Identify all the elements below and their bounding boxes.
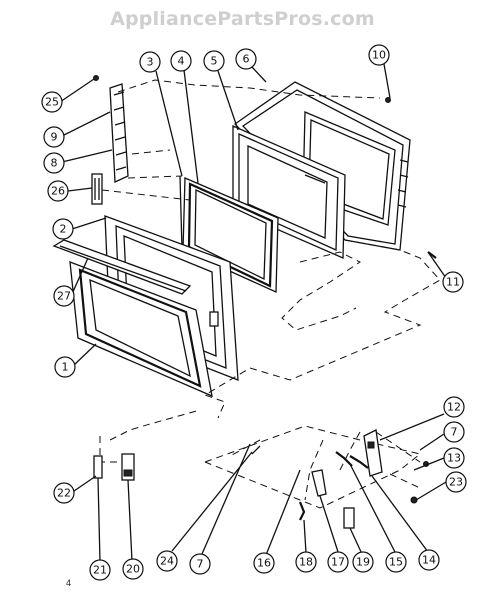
svg-text:27: 27 <box>57 290 71 303</box>
callout-17: 17 <box>327 551 349 573</box>
svg-text:25: 25 <box>45 96 59 109</box>
svg-text:23: 23 <box>449 476 463 489</box>
callout-8: 8 <box>43 152 65 174</box>
hinge-strips <box>109 83 129 183</box>
callout-1: 1 <box>54 356 76 378</box>
svg-text:15: 15 <box>389 556 403 569</box>
svg-text:7: 7 <box>197 558 204 571</box>
window-frame <box>232 125 346 259</box>
svg-text:19: 19 <box>356 556 370 569</box>
callout-15: 15 <box>385 551 407 573</box>
callout-7-right: 7 <box>443 421 465 443</box>
callout-21: 21 <box>89 559 111 581</box>
callout-20: 20 <box>122 558 144 580</box>
callout-18: 18 <box>295 551 317 573</box>
callout-24: 24 <box>156 550 178 572</box>
svg-text:17: 17 <box>331 556 345 569</box>
svg-text:10: 10 <box>372 49 386 62</box>
svg-text:7: 7 <box>451 426 458 439</box>
gasket <box>179 175 183 251</box>
svg-text:9: 9 <box>51 131 58 144</box>
svg-text:6: 6 <box>243 53 250 66</box>
callout-26: 26 <box>47 180 69 202</box>
leader-lines <box>59 63 447 563</box>
outer-door <box>69 261 213 398</box>
svg-text:24: 24 <box>160 555 174 568</box>
svg-text:13: 13 <box>447 452 461 465</box>
callout-7-bottom: 7 <box>189 553 211 575</box>
callout-3: 3 <box>139 51 161 73</box>
callout-4: 4 <box>170 50 192 72</box>
callout-12: 12 <box>443 396 465 418</box>
callout-5: 5 <box>203 50 225 72</box>
svg-text:8: 8 <box>51 157 58 170</box>
callout-19: 19 <box>352 551 374 573</box>
callout-2: 2 <box>52 218 74 240</box>
assembly-guide-lines <box>99 79 441 509</box>
svg-text:26: 26 <box>51 185 65 198</box>
callout-14: 14 <box>418 549 440 571</box>
svg-text:16: 16 <box>257 557 271 570</box>
callout-13: 13 <box>443 447 465 469</box>
svg-text:3: 3 <box>147 56 154 69</box>
svg-text:11: 11 <box>446 276 460 289</box>
svg-text:4: 4 <box>178 55 185 68</box>
svg-text:22: 22 <box>57 487 71 500</box>
small-bracket <box>91 173 103 205</box>
callout-22: 22 <box>53 482 75 504</box>
svg-text:21: 21 <box>93 564 107 577</box>
door-handle <box>52 239 192 295</box>
callout-23: 23 <box>445 471 467 493</box>
hardware-parts <box>93 75 437 529</box>
callout-10: 10 <box>368 44 390 66</box>
callout-6: 6 <box>235 48 257 70</box>
svg-text:12: 12 <box>447 401 461 414</box>
page-mark: 4 <box>66 578 72 588</box>
callout-25: 25 <box>41 91 63 113</box>
callout-27: 27 <box>53 285 75 307</box>
svg-text:1: 1 <box>62 361 69 374</box>
svg-text:2: 2 <box>60 223 67 236</box>
callout-16: 16 <box>253 552 275 574</box>
svg-text:5: 5 <box>211 55 218 68</box>
watermark: AppliancePartsPros.com <box>110 8 375 30</box>
window-glass <box>182 177 279 293</box>
svg-text:18: 18 <box>299 556 313 569</box>
callout-9: 9 <box>43 126 65 148</box>
svg-text:20: 20 <box>126 563 140 576</box>
svg-text:14: 14 <box>422 554 436 567</box>
callout-11: 11 <box>442 271 464 293</box>
